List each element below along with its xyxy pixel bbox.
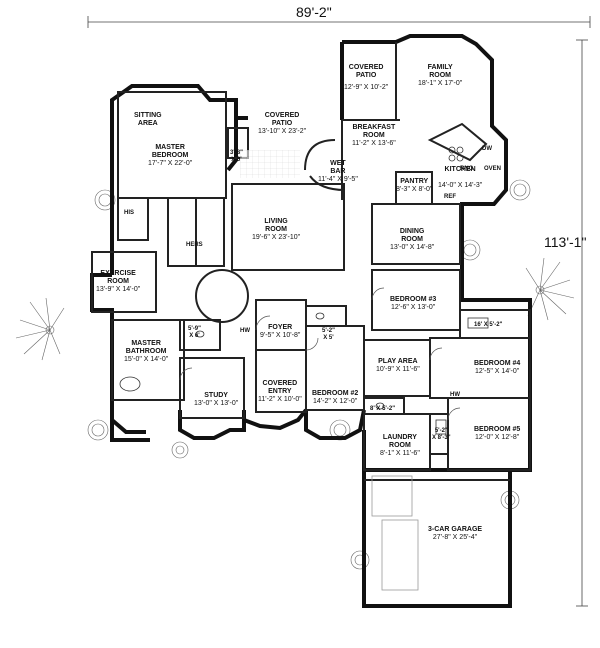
room-label-bedroom3: BEDROOM #3 12'-6" X 13'-0"	[390, 296, 437, 311]
room-label-study: STUDY 13'-0" X 13'-0"	[194, 392, 239, 407]
label-oven: OVEN	[484, 166, 502, 172]
room-label-master-bedroom: MASTER BEDROOM 17'-7" X 22'-0"	[148, 144, 193, 167]
room-label-bedroom5: BEDROOM #5 12'-0" X 12'-8"	[474, 426, 521, 441]
room-label-wet-bar: WET BAR 11'-4" X 9'-5"	[318, 160, 358, 183]
room-label-covered-patio-rear: COVERED PATIO 13'-10" X 23'-2"	[258, 112, 307, 135]
room-label-foyer: FOYER 9'-5" X 10'-8"	[260, 324, 301, 339]
label-bath-16-x-5-2: 16' X 5'-2"	[474, 322, 503, 328]
room-label-garage: 3-CAR GARAGE 27'-8" X 25'-4"	[428, 526, 483, 541]
label-his-closet: HIS	[124, 210, 135, 216]
room-label-play-area: PLAY AREA 10'-9" X 11'-6"	[376, 358, 420, 373]
exterior-walls	[90, 34, 532, 608]
room-label-living-room: LIVING ROOM 19'-6" X 23'-10"	[252, 218, 301, 241]
label-bath-5-2-x-8-3: 5'-2" X 8'-3"	[432, 428, 451, 441]
label-hers-closet: HERS	[186, 242, 203, 248]
fixtures	[119, 146, 489, 435]
label-dishwasher: DW	[482, 146, 492, 152]
room-label-covered-patio-family: COVERED PATIO 12'-9" X 10'-2"	[344, 64, 389, 91]
room-label-family-room: FAMILY ROOM 18'-1" X 17'-0"	[418, 64, 463, 87]
label-range: RNG	[460, 166, 474, 172]
garage-parking-slot	[381, 519, 419, 591]
label-bath-5-9: 5'-9" X 6'	[188, 326, 201, 339]
room-label-exercise-room: EXERCISE ROOM 13'-9" X 14'-0"	[96, 270, 141, 293]
room-label-covered-entry: COVERED ENTRY 11'-2" X 10'-0"	[258, 380, 302, 403]
overall-depth-dimension-line	[576, 39, 588, 607]
covered-patio-floor	[240, 150, 300, 178]
label-hw-laundry: HW	[450, 392, 460, 398]
label-bath-5-2-x-5: 5'-2" X 5'	[322, 328, 335, 341]
room-label-kitchen: KITCHEN 14'-0" X 14'-3"	[438, 166, 483, 189]
overall-depth-label: 113'-1"	[544, 234, 587, 250]
room-label-bedroom4: BEDROOM #4 12'-5" X 14'-0"	[474, 360, 521, 375]
room-label-bedroom2: BEDROOM #2 14'-2" X 12'-0"	[312, 390, 359, 405]
garage-storage-area	[371, 475, 413, 517]
room-label-breakfast-room: BREAKFAST ROOM 11'-2" X 13'-6"	[352, 124, 396, 147]
label-hw-master: HW	[240, 328, 250, 334]
room-label-dining-room: DINING ROOM 13'-0" X 14'-8"	[390, 228, 435, 251]
interior-walls	[91, 42, 531, 481]
label-closet-3-8: 3'-8" X 6'	[230, 150, 243, 163]
label-refrigerator: REF	[444, 194, 456, 200]
label-bath-8-x-5-2: 8' X 5'-2"	[370, 406, 396, 412]
room-label-master-bathroom: MASTER BATHROOM 15'-0" X 14'-0"	[124, 340, 169, 363]
overall-width-label: 89'-2"	[296, 4, 332, 20]
door-swings	[179, 287, 461, 421]
room-label-laundry-room: LAUNDRY ROOM 8'-1" X 11'-6"	[380, 434, 420, 457]
landscape-shrubs	[15, 179, 575, 570]
room-label-sitting-area: SITTING AREA	[134, 112, 162, 127]
overall-width-dimension-line	[87, 16, 591, 28]
room-label-pantry: PANTRY 8'-3" X 8'-0"	[396, 178, 433, 193]
